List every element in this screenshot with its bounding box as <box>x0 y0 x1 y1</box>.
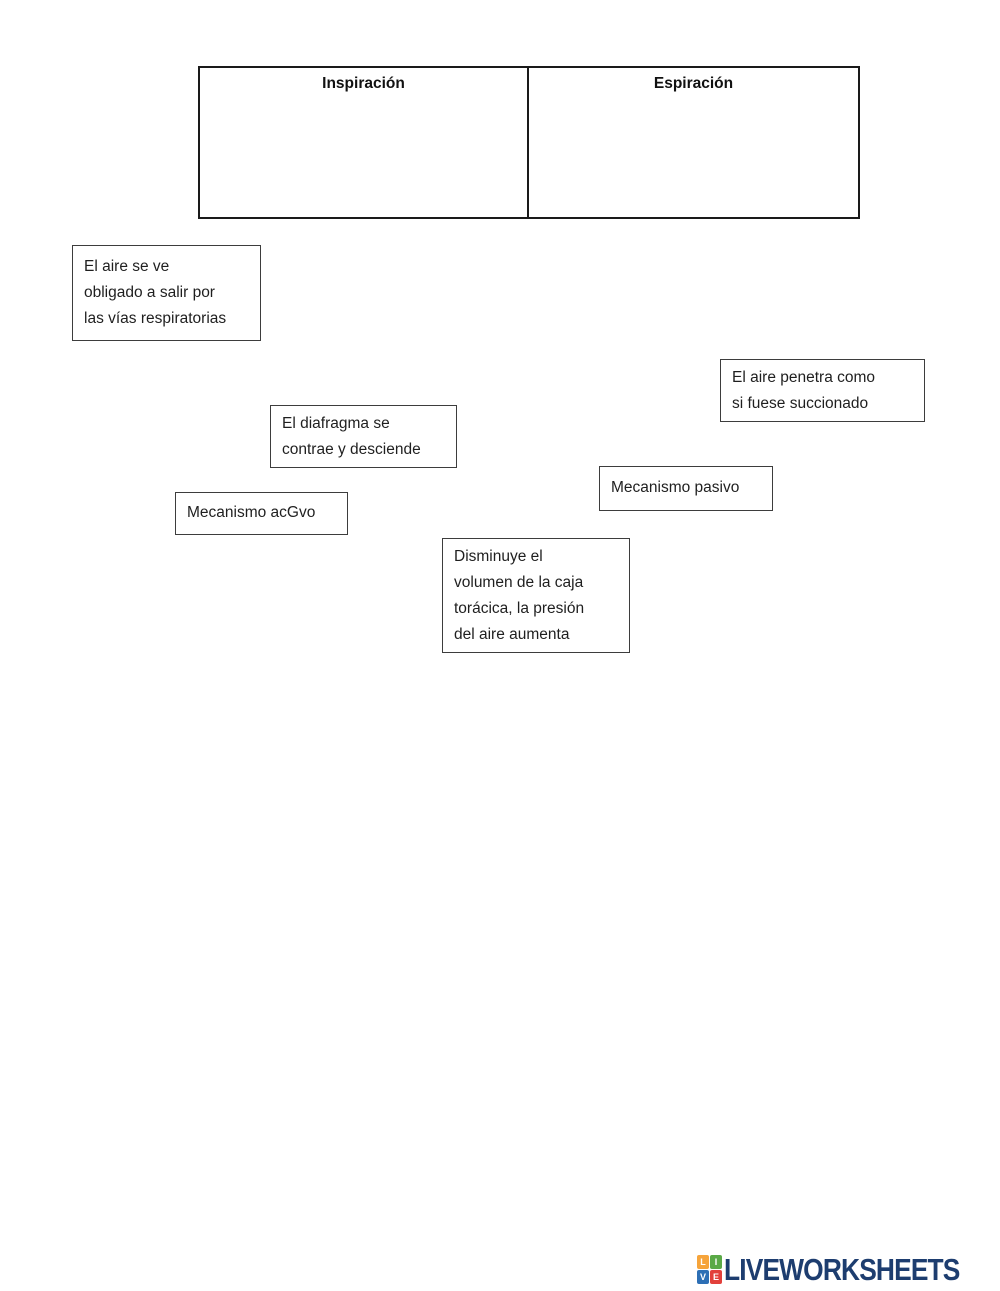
drop-cell-inspiracion[interactable]: Inspiración <box>200 68 529 217</box>
logo-tile-v: V <box>697 1270 709 1284</box>
answer-table: Inspiración Espiración <box>198 66 860 219</box>
logo-tile-e: E <box>710 1270 722 1284</box>
column-header-inspiracion: Inspiración <box>322 75 405 92</box>
drag-box-air-sucked-in[interactable]: El aire penetra como si fuese succionado <box>720 359 925 422</box>
column-header-espiracion: Espiración <box>653 75 734 92</box>
drag-box-volume-decreases[interactable]: Disminuye el volumen de la caja torácica… <box>442 538 630 653</box>
logo-wordmark: LIVEWORKSHEETS <box>724 1252 960 1287</box>
liveworksheets-logo: L I V E LIVEWORKSHEETS <box>697 1252 1000 1288</box>
liveworksheets-logo-icon: L I V E <box>697 1255 722 1285</box>
drop-cell-espiracion[interactable]: Espiración <box>529 68 858 217</box>
drag-box-passive-mechanism[interactable]: Mecanismo pasivo <box>599 466 773 511</box>
drag-box-air-forced-out[interactable]: El aire se ve obligado a salir por las v… <box>72 245 261 341</box>
drag-box-active-mechanism[interactable]: Mecanismo acGvo <box>175 492 348 535</box>
logo-tile-l: L <box>697 1255 709 1269</box>
drag-box-diaphragm-contracts[interactable]: El diafragma se contrae y desciende <box>270 405 457 468</box>
logo-tile-i: I <box>710 1255 722 1269</box>
